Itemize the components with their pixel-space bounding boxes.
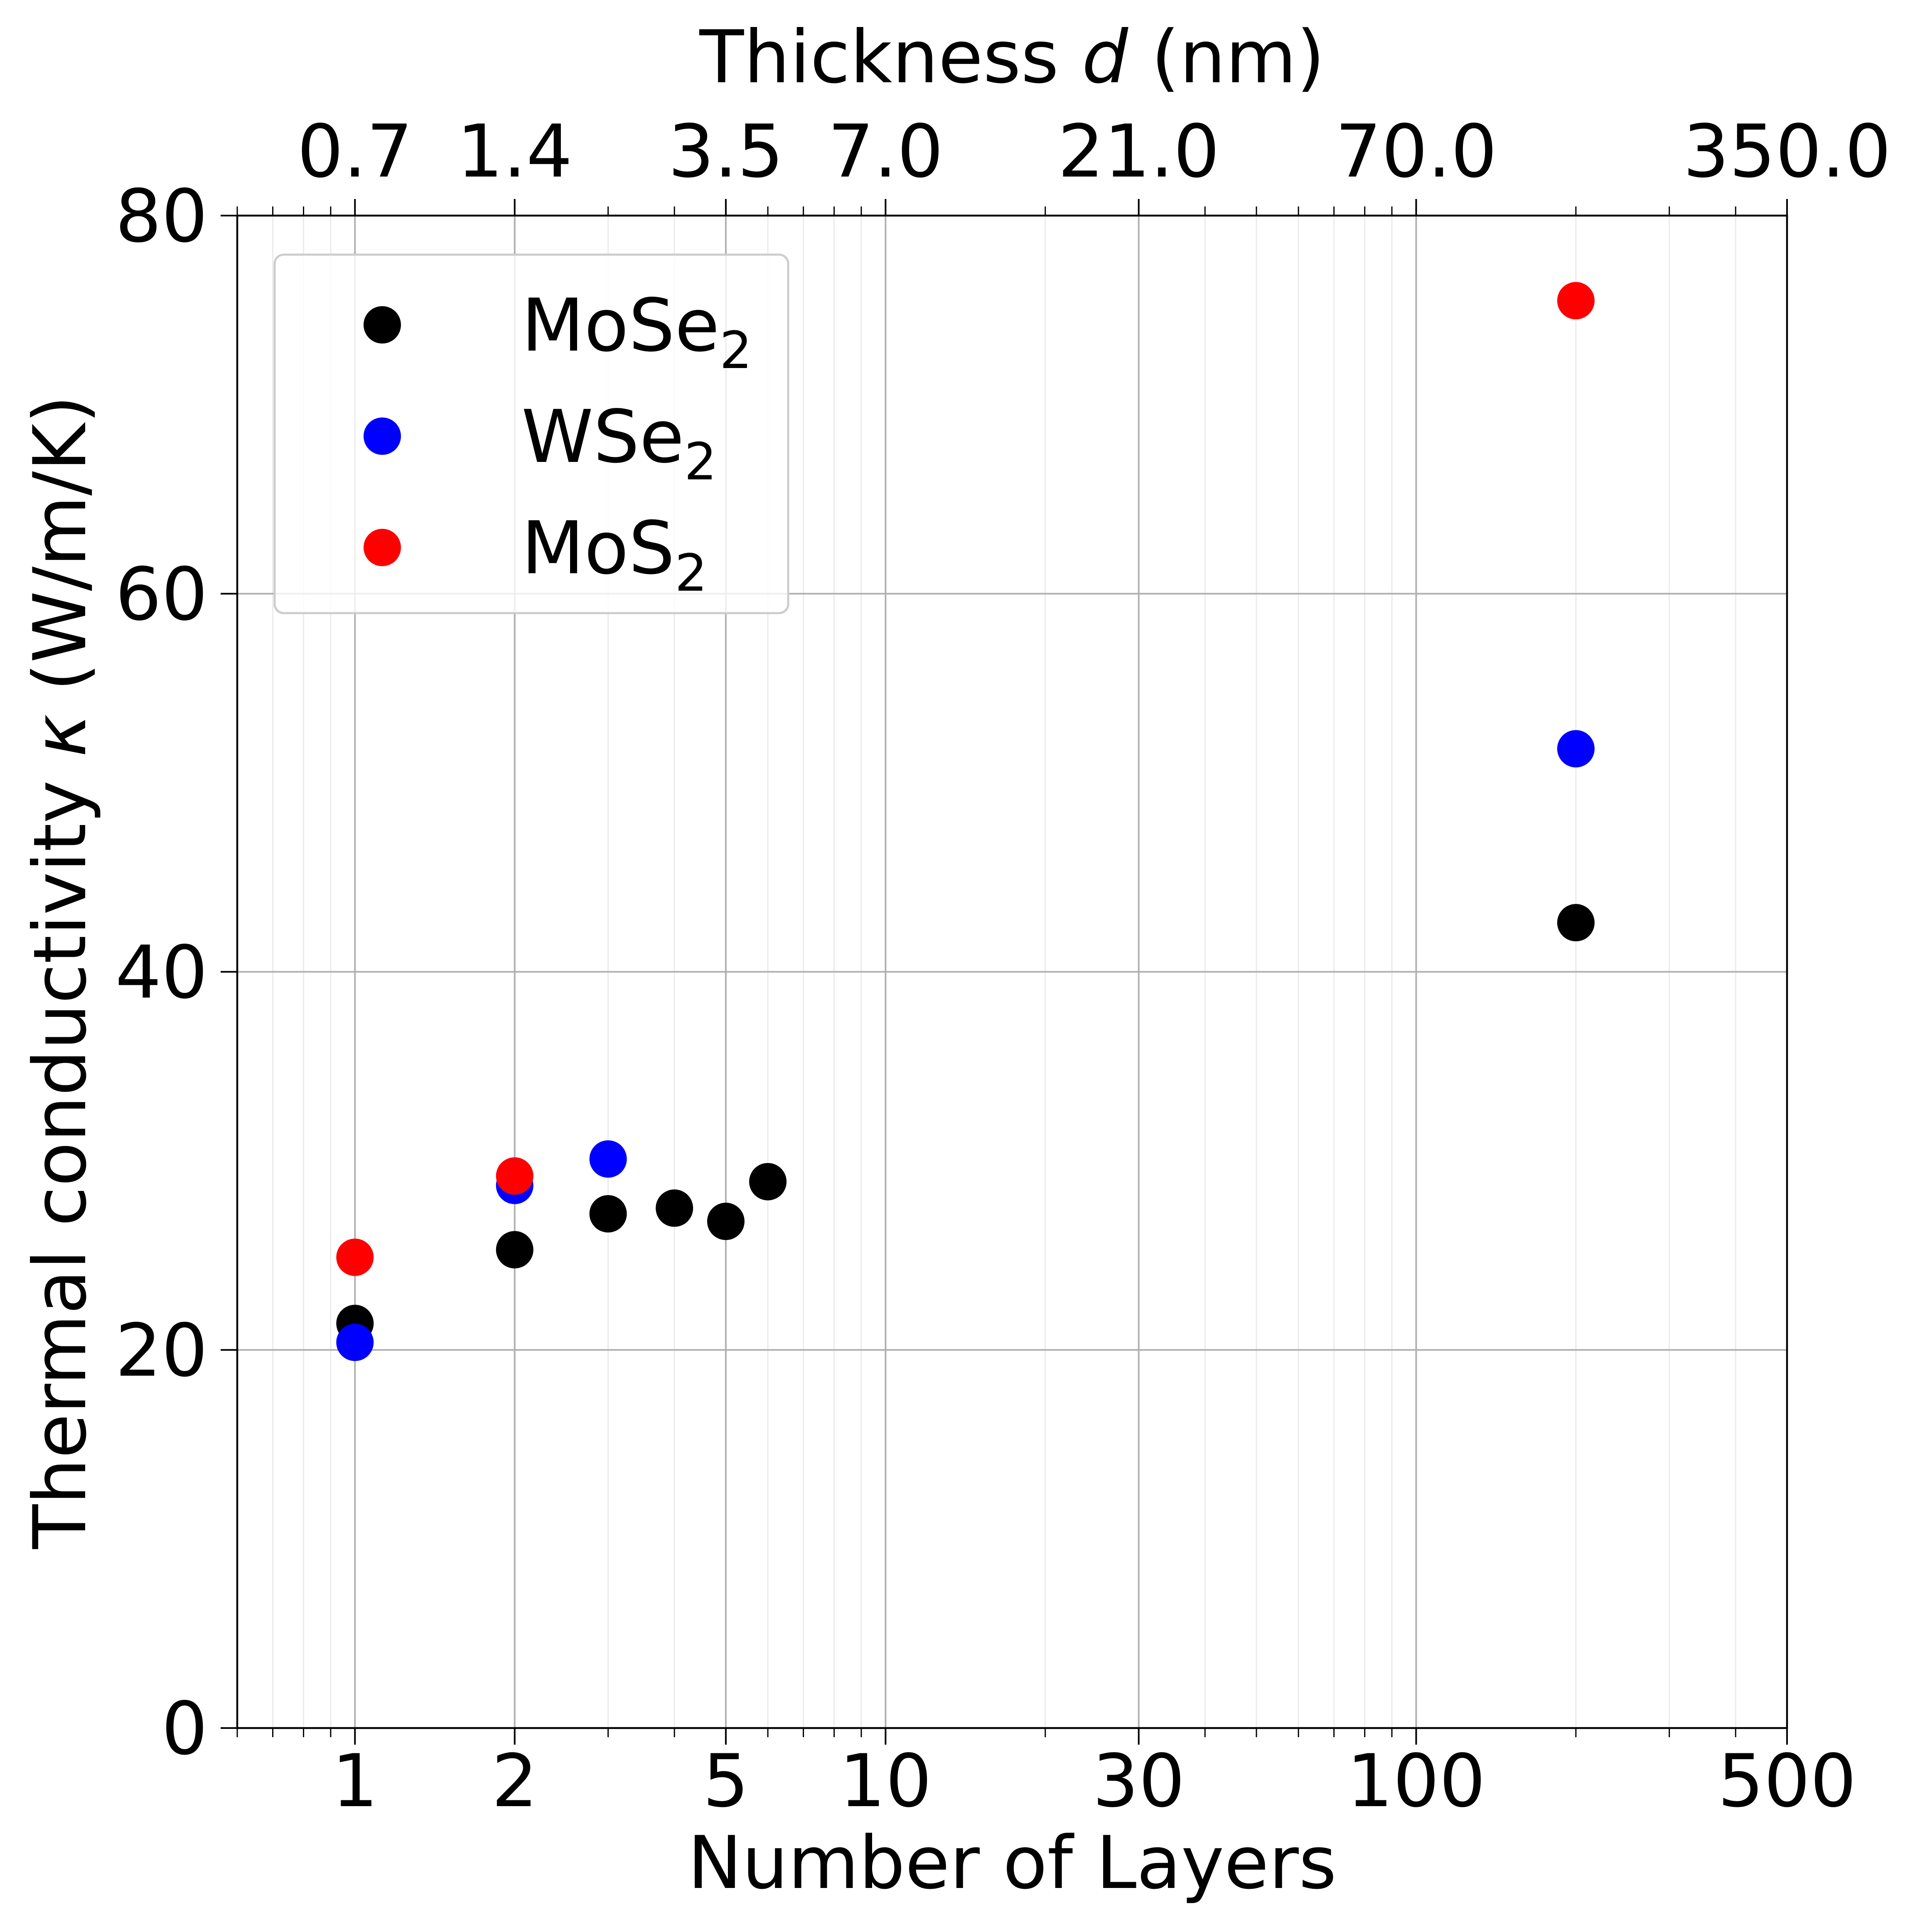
x-axis-title: Number of Layers [688, 1821, 1337, 1905]
x-tick-label: 500 [1718, 1739, 1856, 1824]
x-tick-label: 100 [1347, 1739, 1485, 1824]
y-axis-title-prefix: Thermal conductivity [18, 757, 103, 1549]
data-point-mose2 [749, 1163, 787, 1200]
legend-marker-mos2 [364, 529, 401, 566]
y-tick-label: 0 [162, 1687, 208, 1771]
data-point-wse2 [1557, 730, 1595, 768]
y-tick-label: 60 [115, 552, 208, 637]
top-x-axis-title-symbol: d [1082, 15, 1128, 100]
legend-label-mos2: MoS2 [521, 506, 707, 603]
legend-marker-wse2 [364, 417, 401, 455]
axis-ticks [221, 199, 1788, 1745]
y-axis-title-unit: (W/m/K) [18, 395, 103, 714]
data-points [336, 282, 1595, 1361]
x-tick-label: 1 [332, 1739, 378, 1824]
tick-labels: 1 2 5 10 30 100 500 0.7 1.4 3.5 7.0 21.0 70.0 350.0 0 2… [115, 110, 1891, 1824]
top-x-axis-title-unit: (nm) [1128, 15, 1325, 100]
data-point-mose2 [589, 1195, 627, 1233]
data-point-mos2 [1557, 282, 1595, 319]
data-point-mose2 [656, 1189, 693, 1227]
x-tick-label: 30 [1092, 1739, 1185, 1824]
x2-tick-label: 21.0 [1058, 110, 1220, 194]
top-x-axis-title: Thickness d (nm) [699, 15, 1325, 100]
legend-frame [273, 253, 789, 614]
x-tick-label: 10 [839, 1739, 932, 1824]
x2-tick-label: 7.0 [828, 110, 943, 194]
data-point-wse2 [589, 1140, 627, 1178]
data-point-mos2 [336, 1238, 374, 1276]
data-point-wse2 [336, 1323, 374, 1361]
data-point-mos2 [496, 1157, 533, 1195]
x-tick-label: 5 [703, 1739, 749, 1824]
legend-label-subscript: 2 [675, 544, 707, 603]
legend-label-subscript: 2 [684, 432, 717, 492]
x2-tick-label: 350.0 [1683, 110, 1891, 194]
y-axis-title: Thermal conductivity κ (W/m/K) [18, 395, 103, 1549]
legend-label-mose2: MoSe2 [521, 284, 752, 381]
data-point-mose2 [496, 1231, 533, 1269]
x-tick-label: 2 [492, 1739, 538, 1824]
y-tick-label: 80 [115, 174, 208, 259]
y-axis-title-symbol: κ [18, 714, 103, 757]
x2-tick-label: 70.0 [1335, 110, 1497, 194]
top-x-axis-title-prefix: Thickness [699, 15, 1082, 100]
legend-marker-mose2 [364, 306, 401, 344]
y-tick-label: 40 [115, 931, 208, 1015]
data-point-mose2 [1557, 904, 1595, 942]
legend-label-wse2: WSe2 [521, 395, 717, 492]
x2-tick-label: 1.4 [457, 110, 573, 194]
x2-tick-label: 0.7 [297, 110, 413, 194]
legend-label-subscript: 2 [720, 321, 752, 381]
legend-label-base: MoSe [521, 284, 720, 368]
data-point-mose2 [707, 1203, 745, 1240]
legend-label-base: WSe [521, 395, 684, 479]
legend-label-base: MoS [521, 506, 675, 591]
y-tick-label: 20 [115, 1309, 208, 1393]
x2-tick-label: 3.5 [668, 110, 784, 194]
